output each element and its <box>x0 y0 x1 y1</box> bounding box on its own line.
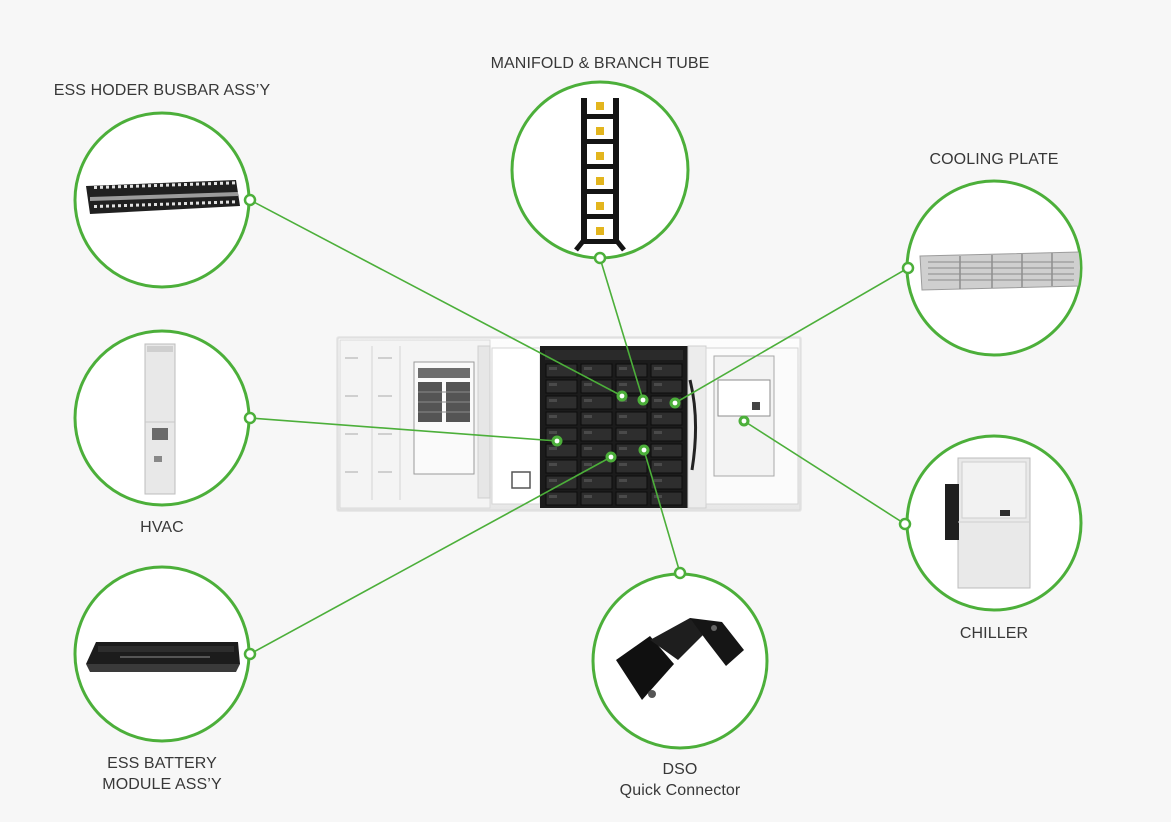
ess-container-icon <box>336 336 802 512</box>
anchor-busbar <box>616 390 628 402</box>
component-battery-module <box>73 565 257 743</box>
connector-hvac <box>249 417 558 442</box>
manifold-icon <box>574 98 626 252</box>
chiller-icon <box>945 457 1031 589</box>
label-chiller-line: CHILLER <box>959 625 1029 642</box>
label-hvac-line: HVAC <box>140 519 184 536</box>
anchor-hvac <box>551 435 563 447</box>
connector-lines <box>249 199 909 655</box>
anchor-points <box>551 390 750 463</box>
component-manifold <box>510 80 690 265</box>
component-cooling-plate <box>901 179 1083 357</box>
label-manifold: MANIFOLD & BRANCH TUBE <box>491 53 710 74</box>
cooling-plate-icon <box>919 251 1080 291</box>
connector-chiller <box>743 420 906 525</box>
hvac-icon <box>144 343 176 495</box>
component-chiller <box>898 434 1083 612</box>
connector-busbar <box>249 199 623 397</box>
connector-cooling <box>674 267 909 404</box>
anchor-module <box>605 451 617 463</box>
component-busbar <box>73 111 257 289</box>
component-hvac <box>73 329 257 507</box>
label-chiller: CHILLER <box>960 623 1028 644</box>
label-dso: DSO Quick Connector <box>620 759 741 801</box>
anchor-dso <box>638 444 650 456</box>
label-manifold-line: MANIFOLD & BRANCH TUBE <box>490 55 710 72</box>
component-dso <box>591 566 769 750</box>
label-hvac: HVAC <box>140 517 184 538</box>
label-cooling-line: COOLING PLATE <box>929 151 1059 168</box>
busbar-icon <box>86 180 240 214</box>
label-dso-line-1: DSO <box>662 761 698 778</box>
anchor-manifold <box>637 394 649 406</box>
label-dso-line-2: Quick Connector <box>619 782 741 799</box>
battery-module-icon <box>86 642 240 672</box>
label-battery-module: ESS BATTERY MODULE ASS’Y <box>102 753 221 795</box>
label-busbar-line: ESS HODER BUSBAR ASS’Y <box>53 82 271 99</box>
connector-dso <box>643 449 681 574</box>
label-busbar: ESS HODER BUSBAR ASS’Y <box>54 80 271 101</box>
label-cooling-plate: COOLING PLATE <box>929 149 1058 170</box>
connector-module <box>249 456 612 655</box>
quick-connector-icon <box>616 618 744 700</box>
connector-manifold <box>599 257 644 401</box>
label-module-line-2: MODULE ASS’Y <box>102 776 222 793</box>
label-module-line-1: ESS BATTERY <box>107 755 217 772</box>
anchor-cooling <box>669 397 681 409</box>
anchor-chiller <box>738 415 750 427</box>
